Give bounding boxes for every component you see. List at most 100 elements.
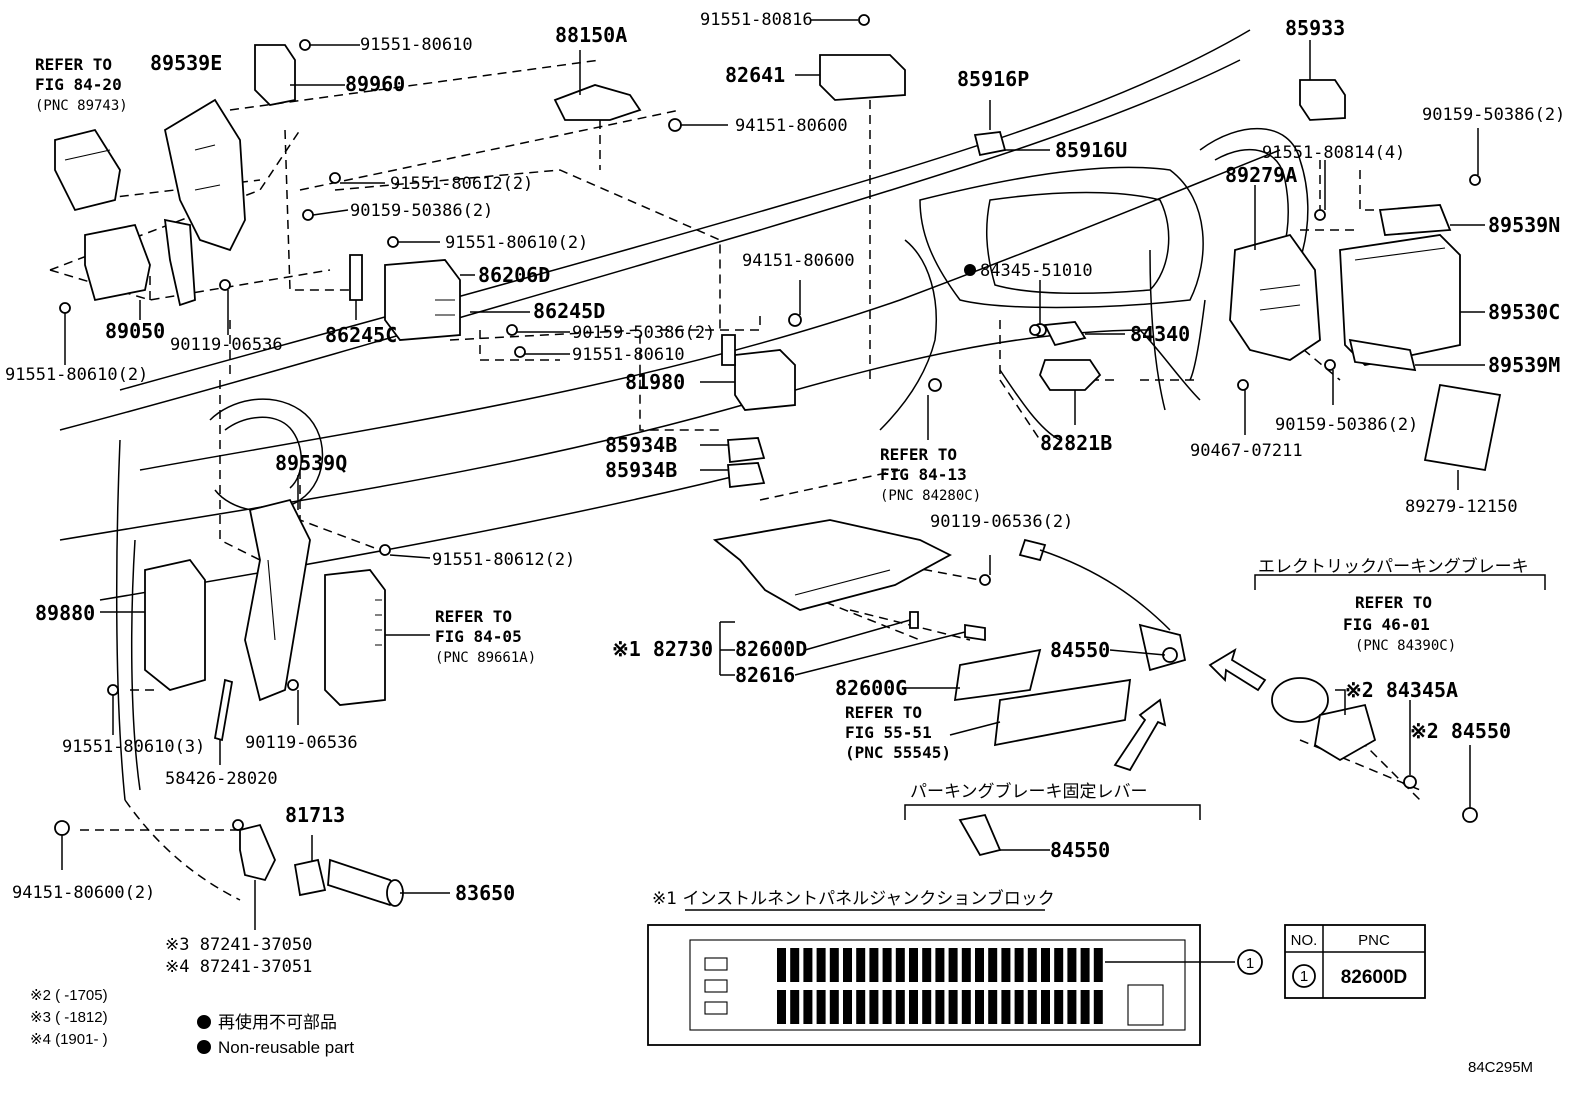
fuse-slot (948, 990, 958, 1024)
fuse-slot (988, 948, 998, 982)
ref-fig-84-05: REFER TO FIG 84-05 (PNC 89661A) (435, 607, 536, 666)
fuse-slot (882, 948, 892, 982)
label-84340: 84340 (1130, 322, 1190, 346)
label-84550-c: 84550 (1050, 838, 1110, 862)
fuse-slot (790, 990, 800, 1024)
label-91551-80610-3: 91551-80610(3) (62, 737, 205, 757)
module-89050-shape (84, 223, 151, 302)
label-90119-06536-b: 90119-06536 (245, 733, 358, 753)
japanese-labels: エレクトリックパーキングブレーキ パーキングブレーキ固定レバー ※1 インストル… (652, 556, 1529, 911)
fuse-slot (961, 990, 971, 1024)
fuse-slot (843, 948, 852, 982)
svg-text:REFER TO: REFER TO (880, 445, 957, 464)
connector-81713-shape (293, 858, 327, 897)
legend-note-3: ※3 ( -1812) (30, 1009, 108, 1026)
svg-text:FIG 84-13: FIG 84-13 (880, 465, 967, 484)
module-89530C-shape (1339, 234, 1461, 366)
svg-text:(PNC 89661A): (PNC 89661A) (435, 650, 536, 666)
pnc-table: NO. PNC 1 82600D (1284, 924, 1426, 999)
label-90159-50386-2-mid: 90159-50386(2) (572, 323, 715, 343)
label-85934B-2: 85934B (605, 458, 677, 482)
bracket-87241-shape (239, 823, 276, 882)
direction-arrows (1113, 648, 1267, 772)
module-82641-shape (819, 54, 906, 101)
fuse-slot (882, 990, 892, 1024)
fuse-slot (1014, 990, 1024, 1024)
module-89743-shape (54, 128, 121, 212)
fuse-slot (1001, 948, 1011, 982)
label-89539N: 89539N (1488, 213, 1560, 237)
label-89539E: 89539E (150, 51, 222, 75)
fuse-slot (829, 948, 839, 982)
label-89279-12150-shape (1423, 383, 1502, 472)
label-85934B-1: 85934B (605, 433, 677, 457)
fuse-slot (803, 990, 813, 1024)
label-58426-28020: 58426-28020 (165, 769, 278, 789)
fuse-slot (777, 948, 786, 982)
assembly-guides (49, 59, 1421, 831)
clip-84550-shape (958, 813, 1002, 857)
part-85916-shape (973, 131, 1007, 157)
table-row-pnc: 82600D (1341, 967, 1408, 988)
fasteners (54, 14, 1481, 836)
fuse-slot (843, 990, 852, 1024)
label-91551-80610-2-mid: 91551-80610(2) (445, 233, 588, 253)
nonreusable-marker-84345 (964, 264, 976, 276)
label-91551-80610-mid: 91551-80610 (572, 345, 685, 365)
label-90159-50386-2-right: 90159-50386(2) (1422, 105, 1565, 125)
table-header-pnc: PNC (1358, 932, 1390, 949)
label-84550-b: ※2 84550 (1410, 719, 1511, 743)
fuse-row-bottom (777, 990, 1103, 1024)
figure-code: 84C295M (1468, 1059, 1533, 1076)
fuse-slot (856, 990, 866, 1024)
svg-text:REFER TO: REFER TO (35, 55, 112, 74)
label-82616: 82616 (735, 663, 795, 687)
bracket-89279A-shape (1229, 233, 1321, 361)
fuse-slot (777, 990, 786, 1024)
relay-85934B-shapes (727, 437, 766, 489)
label-electric-parking-brake: エレクトリックパーキングブレーキ (1258, 556, 1529, 577)
fuse-slot (988, 990, 998, 1024)
svg-text:REFER TO: REFER TO (435, 607, 512, 626)
fuse-slot (1067, 990, 1077, 1024)
bracket-89539E-shape (163, 98, 246, 252)
label-82600G-shape (953, 648, 1042, 702)
label-89279A: 89279A (1225, 163, 1297, 187)
svg-text:FIG 46-01: FIG 46-01 (1343, 615, 1430, 634)
part-labels: 89539E 91551-80610 89960 91551-80612(2) … (5, 10, 1565, 977)
label-86245D: 86245D (533, 299, 605, 323)
fuse-slot (922, 948, 932, 982)
label-94151-80600-2: 94151-80600(2) (12, 883, 155, 903)
label-89050: 89050 (105, 319, 165, 343)
label-90119-06536-a: 90119-06536 (170, 335, 283, 355)
legend-note-4: ※4 (1901- ) (30, 1031, 108, 1048)
fuse-slot (895, 948, 905, 982)
svg-text:(PNC 84280C): (PNC 84280C) (880, 488, 981, 504)
fuse-slot (909, 990, 918, 1024)
fuse-slot (1067, 948, 1077, 982)
label-86245C: 86245C (325, 323, 397, 347)
brake-84550-shape (1138, 623, 1187, 672)
label-89880: 89880 (35, 601, 95, 625)
junction-89661A-shape (324, 569, 386, 706)
callout-number: 1 (1246, 955, 1254, 972)
fuse-slot (909, 948, 918, 982)
fuse-slot (935, 990, 945, 1024)
label-91551-80612-2-low: 91551-80612(2) (432, 550, 575, 570)
label-84345-51010: 84345-51010 (980, 261, 1093, 281)
fuse-slot (1080, 948, 1090, 982)
dashboard-outline (59, 29, 1309, 901)
svg-text:(PNC 84390C): (PNC 84390C) (1355, 638, 1456, 654)
strip-58426-shape (213, 678, 234, 742)
fuse-slot (1054, 990, 1064, 1024)
fuse-slot (856, 948, 866, 982)
legend-nonreusable-en: Non-reusable part (218, 1038, 354, 1057)
fuse-slot (948, 948, 958, 982)
table-row-circle (1292, 964, 1316, 988)
label-82821B: 82821B (1040, 431, 1112, 455)
svg-text:FIG 84-05: FIG 84-05 (435, 627, 522, 646)
label-94151-80600-top: 94151-80600 (735, 116, 848, 136)
label-82730: ※1 82730 (612, 637, 713, 661)
nonreusable-icon-jp (197, 1015, 211, 1029)
label-81713: 81713 (285, 803, 345, 827)
